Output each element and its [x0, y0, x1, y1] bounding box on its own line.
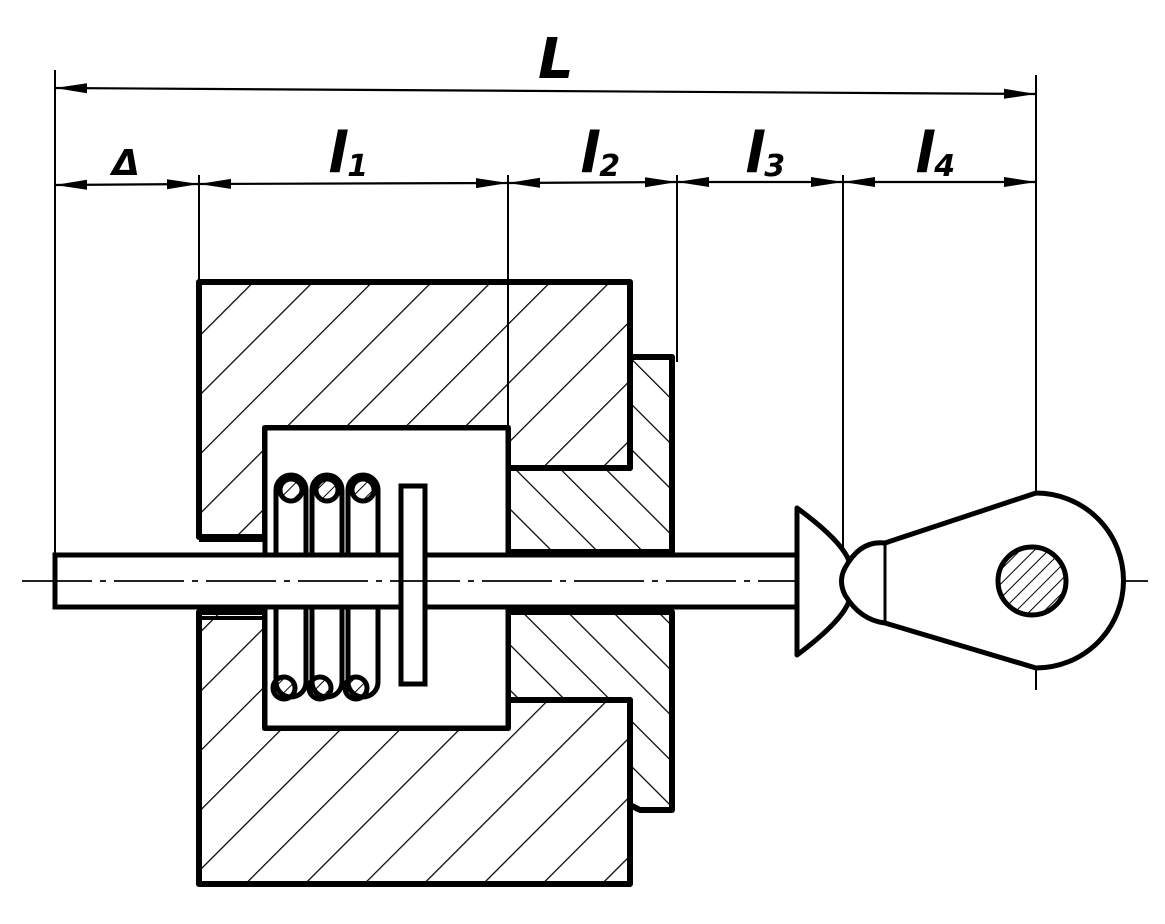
label-l4: l4	[915, 121, 955, 186]
label-delta: Δ	[109, 143, 140, 184]
dimension-lines	[54, 83, 1037, 190]
eye-end	[839, 490, 1126, 671]
spring-wire-bottom-1	[270, 674, 298, 702]
eye-end-pin	[995, 544, 1069, 618]
spring-wire-top-1	[277, 476, 305, 504]
spring-wire-bottom-2	[306, 674, 334, 702]
label-l1: l1	[328, 121, 368, 186]
spring-wire-top-3	[349, 476, 377, 504]
label-l2: l2	[580, 121, 620, 186]
dimension-line-delta	[54, 179, 200, 190]
label-L: L	[538, 27, 574, 92]
eye-end-body	[839, 490, 1126, 671]
spring-wire-bottom-3	[342, 674, 370, 702]
spring-plate	[398, 483, 428, 687]
dimension-line-L	[54, 83, 1037, 99]
label-l3: l3	[745, 121, 785, 186]
bushing-lower	[505, 609, 675, 813]
dimension-labels: L Δ l1 l2 l3 l4	[109, 27, 955, 186]
dimension-line-l1	[198, 178, 509, 189]
dimension-line-l2	[507, 177, 678, 188]
spring-wire-top-2	[313, 476, 341, 504]
